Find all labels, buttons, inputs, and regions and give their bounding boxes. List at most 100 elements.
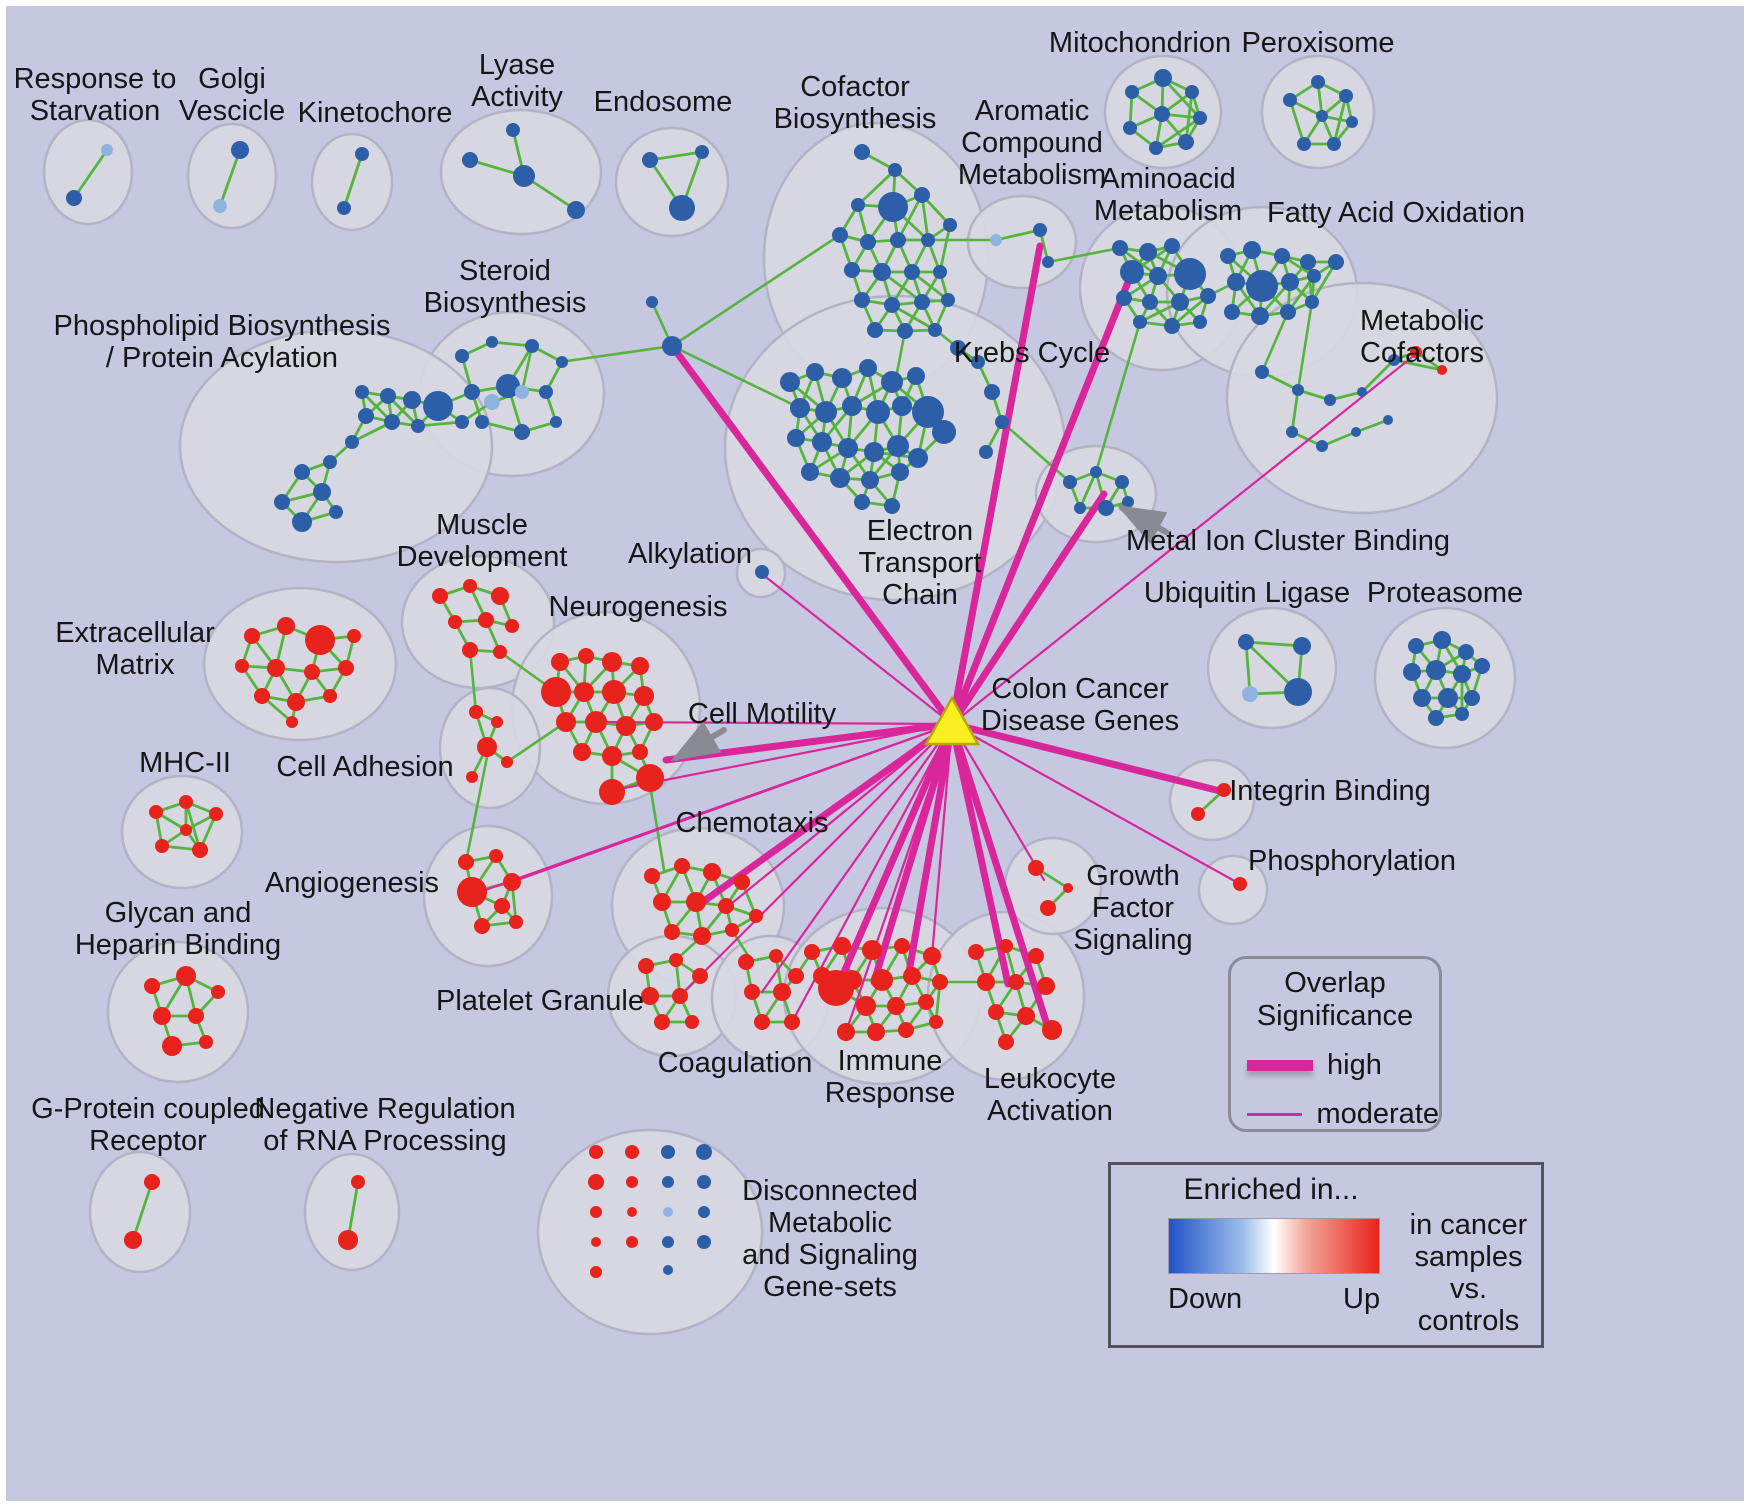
gene-set-node-electron-transport-chain bbox=[812, 432, 832, 452]
gene-set-node-phospholipid-biosynthesis bbox=[274, 494, 290, 510]
gene-set-node-neurogenesis bbox=[602, 680, 626, 704]
gene-set-node-glycan-heparin-binding bbox=[162, 1036, 182, 1056]
overlap-edge-moderate bbox=[950, 722, 1242, 886]
gene-set-node-steroid-biosynthesis bbox=[514, 424, 530, 440]
gene-set-node-neurogenesis bbox=[551, 653, 569, 671]
gene-set-node-lyase-activity bbox=[513, 165, 535, 187]
label-phosphorylation: Phosphorylation bbox=[1248, 845, 1456, 877]
gene-set-node-disconnected-gene-sets bbox=[591, 1237, 601, 1247]
gene-set-node-immune-response bbox=[862, 940, 882, 960]
gene-set-node-immune-response bbox=[894, 938, 910, 954]
label-aromatic-compound-metabolism: Metabolism bbox=[958, 159, 1106, 191]
gene-set-node-aminoacid-metabolism bbox=[1112, 240, 1128, 256]
gene-set-node-steroid-biosynthesis bbox=[464, 384, 480, 400]
gene-set-node-peroxisome bbox=[1346, 116, 1358, 128]
label-electron-transport-chain: Chain bbox=[882, 579, 958, 611]
gene-set-node-immune-response bbox=[867, 1023, 885, 1041]
gene-set-node-phospholipid-biosynthesis bbox=[345, 435, 359, 449]
gene-set-node-metal-ion-cluster-binding bbox=[1122, 496, 1134, 508]
gene-set-node-electron-transport-chain bbox=[866, 400, 890, 424]
green-edge-aromatic-compound-metabolism bbox=[994, 228, 1042, 242]
gene-set-node-neurogenesis bbox=[632, 744, 648, 760]
overlap-edge-high bbox=[870, 720, 956, 986]
gene-set-node-disconnected-gene-sets bbox=[590, 1266, 602, 1278]
gene-set-node-proteasome bbox=[1426, 660, 1446, 680]
gene-set-node-phospholipid-biosynthesis bbox=[403, 391, 421, 409]
gene-set-node-metal-ion-cluster-binding bbox=[1090, 466, 1102, 478]
label-g-protein-coupled-receptor: G-Protein coupled bbox=[31, 1093, 265, 1125]
gene-set-node-chemotaxis bbox=[664, 924, 680, 940]
gene-set-node-krebs-cycle bbox=[971, 355, 985, 369]
gene-set-node-extracellular-matrix bbox=[287, 693, 305, 711]
overlap-edge-high bbox=[948, 720, 1228, 796]
label-glycan-heparin-binding: Glycan and bbox=[105, 897, 252, 929]
gene-set-node-angiogenesis bbox=[494, 898, 510, 914]
gene-set-node-glycan-heparin-binding bbox=[144, 978, 160, 994]
gene-set-node-extracellular-matrix bbox=[277, 617, 295, 635]
gene-set-node-immune-response bbox=[837, 1023, 855, 1041]
label-alkylation: Alkylation bbox=[628, 538, 752, 570]
gene-set-node-cofactor-biosynthesis bbox=[941, 293, 955, 307]
gene-set-node-glycan-heparin-binding bbox=[188, 1008, 204, 1024]
label-neurogenesis: Neurogenesis bbox=[549, 591, 728, 623]
gene-set-node-leukocyte-activation bbox=[968, 944, 984, 960]
gene-set-node-peroxisome bbox=[1339, 89, 1353, 103]
gene-set-node-platelet-granule bbox=[641, 987, 659, 1005]
gene-set-node-fatty-acid-oxidation bbox=[1251, 307, 1269, 325]
gene-set-node-electron-transport-chain bbox=[932, 420, 956, 444]
gene-set-node-muscle-development bbox=[463, 579, 477, 593]
gene-set-node-mitochondrion bbox=[1154, 106, 1170, 122]
gene-set-node-aminoacid-metabolism bbox=[1174, 258, 1206, 290]
gene-set-node-fatty-acid-oxidation bbox=[1224, 304, 1240, 320]
gene-set-node-peroxisome bbox=[1327, 137, 1341, 151]
green-edge-metabolic-cofactors bbox=[1290, 388, 1300, 434]
gene-set-node-electron-transport-chain bbox=[884, 498, 900, 514]
gene-set-node-ubiquitin-ligase bbox=[1238, 634, 1254, 650]
label-disconnected-gene-sets: Disconnected bbox=[742, 1175, 918, 1207]
gene-set-node-proteasome bbox=[1458, 644, 1474, 660]
label-cell-motility: Cell Motility bbox=[688, 698, 837, 730]
moderate-significance-line-sample bbox=[1247, 1113, 1303, 1116]
green-edge-peroxisome bbox=[1288, 98, 1306, 146]
gene-set-node-electron-transport-chain bbox=[780, 372, 800, 392]
gene-set-node-disconnected-gene-sets bbox=[662, 1236, 674, 1248]
gene-set-node-cofactor-biosynthesis bbox=[851, 198, 865, 212]
gene-set-node-endosome bbox=[642, 152, 658, 168]
gene-set-node-fatty-acid-oxidation bbox=[1246, 270, 1278, 302]
gene-set-node-immune-response bbox=[903, 967, 921, 985]
gene-set-node-aminoacid-metabolism bbox=[1133, 315, 1147, 329]
gene-set-node-electron-transport-chain bbox=[912, 396, 944, 428]
gene-set-node-coagulation bbox=[769, 949, 783, 963]
label-muscle-development: Development bbox=[397, 541, 568, 573]
gene-set-node-chemotaxis bbox=[653, 893, 671, 911]
gene-set-node-leukocyte-activation bbox=[999, 939, 1013, 953]
gene-set-node-phospholipid-biosynthesis bbox=[329, 505, 343, 519]
gene-set-node-mitochondrion bbox=[1154, 69, 1172, 87]
gene-set-node-leukocyte-activation bbox=[1028, 948, 1044, 964]
green-link bbox=[1046, 246, 1122, 264]
green-edge-metabolic-cofactors bbox=[1320, 430, 1358, 448]
gene-set-node-chemotaxis bbox=[644, 868, 660, 884]
gene-set-node-coagulation bbox=[754, 1014, 770, 1030]
gene-set-node-peroxisome bbox=[1283, 93, 1297, 107]
gene-set-node-cell-adhesion bbox=[501, 756, 513, 768]
label-extracellular-matrix: Extracellular bbox=[55, 617, 215, 649]
green-edge-ubiquitin-ligase bbox=[1244, 640, 1304, 648]
green-edge-response-starvation bbox=[72, 148, 109, 200]
label-negative-regulation-rna: Negative Regulation bbox=[254, 1093, 515, 1125]
gene-set-node-neurogenesis bbox=[631, 657, 649, 675]
overlap-edge-moderate bbox=[612, 722, 954, 792]
gene-set-node-cell-adhesion bbox=[466, 771, 478, 783]
gene-set-node-metabolic-cofactors bbox=[1286, 426, 1298, 438]
gene-set-node-coagulation bbox=[784, 1014, 800, 1030]
gene-set-node-proteasome bbox=[1408, 638, 1424, 654]
gene-set-node-leukocyte-activation bbox=[1037, 977, 1055, 995]
gene-set-node-golgi-vescicle bbox=[213, 199, 227, 213]
gene-set-node-disconnected-gene-sets bbox=[697, 1235, 711, 1249]
green-edge-metabolic-cofactors bbox=[1354, 418, 1390, 434]
gene-set-node-neurogenesis bbox=[645, 713, 663, 731]
label-growth-factor-signaling: Factor bbox=[1092, 892, 1175, 924]
overlap-edge-high bbox=[671, 346, 956, 728]
gene-set-node-disconnected-gene-sets bbox=[662, 1176, 674, 1188]
pointer-arrow-1 bbox=[670, 721, 727, 762]
